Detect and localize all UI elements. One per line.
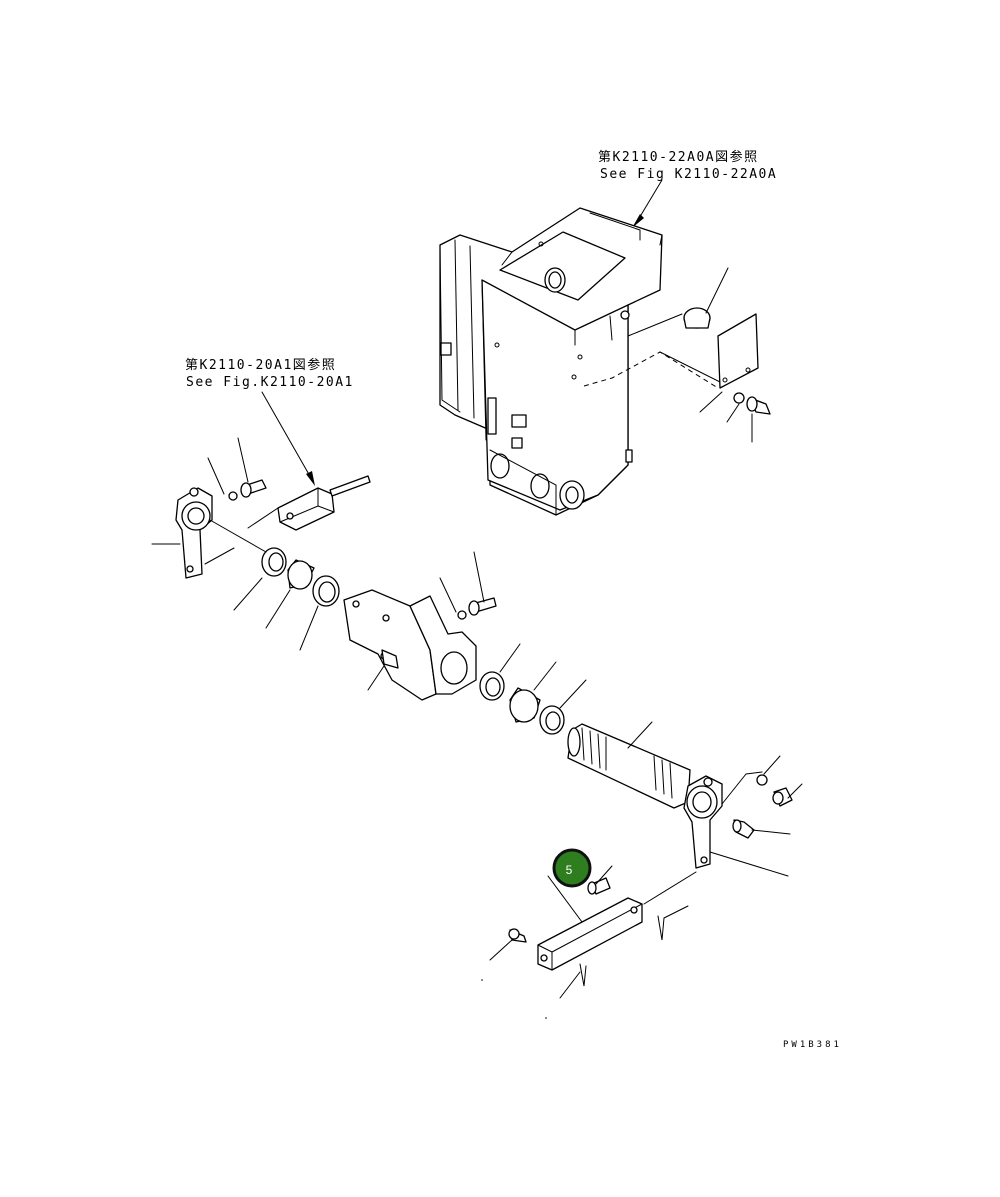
cover-plate <box>717 313 759 389</box>
grease-fitting <box>732 819 755 839</box>
bracket-bolt-washer <box>457 597 497 620</box>
upper-reference-ja: 第K2110-22A0A図参照 <box>598 149 759 165</box>
housing-leaders <box>627 267 753 443</box>
speck <box>545 1017 547 1019</box>
upper-reference-arrow <box>632 179 663 228</box>
callout-number: 5 <box>566 863 573 877</box>
speck <box>481 979 483 981</box>
left-arm-leaders <box>151 437 319 651</box>
plug <box>683 307 711 329</box>
left-bolt-washer <box>228 479 267 501</box>
left-reference-arrow <box>261 391 315 486</box>
right-seal-leaders <box>499 643 587 709</box>
cover-bolt-washer <box>733 392 771 415</box>
link-pin-lower <box>508 928 527 943</box>
left-reference-en: See Fig.K2110-20A1 <box>186 375 354 390</box>
link-pin-upper <box>587 877 611 895</box>
right-lever-arm <box>683 775 723 869</box>
splined-shaft <box>567 721 691 809</box>
left-reference-ja: 第K2110-20A1図参照 <box>185 357 336 373</box>
drawing-code: PW1B381 <box>783 1040 842 1050</box>
connecting-link <box>537 897 665 987</box>
bracket-leaders <box>367 551 485 691</box>
mounting-bracket <box>343 589 477 701</box>
right-ring <box>539 705 565 735</box>
hidden-line <box>583 351 719 389</box>
left-ring <box>312 575 340 607</box>
link-leaders <box>489 865 697 999</box>
steering-column-housing <box>439 207 663 516</box>
callout-badge-5[interactable]: 5 <box>552 848 592 888</box>
right-bushing <box>509 687 541 723</box>
right-seal <box>479 671 505 701</box>
left-seal <box>261 547 287 577</box>
right-bolt-washer <box>756 774 793 807</box>
left-lever-arm <box>175 487 213 579</box>
upper-reference-en: See Fig K2110-22A0A <box>600 167 777 182</box>
left-bushing <box>287 559 315 590</box>
left-link-rod <box>277 475 371 531</box>
right-arm-leaders <box>709 755 803 877</box>
